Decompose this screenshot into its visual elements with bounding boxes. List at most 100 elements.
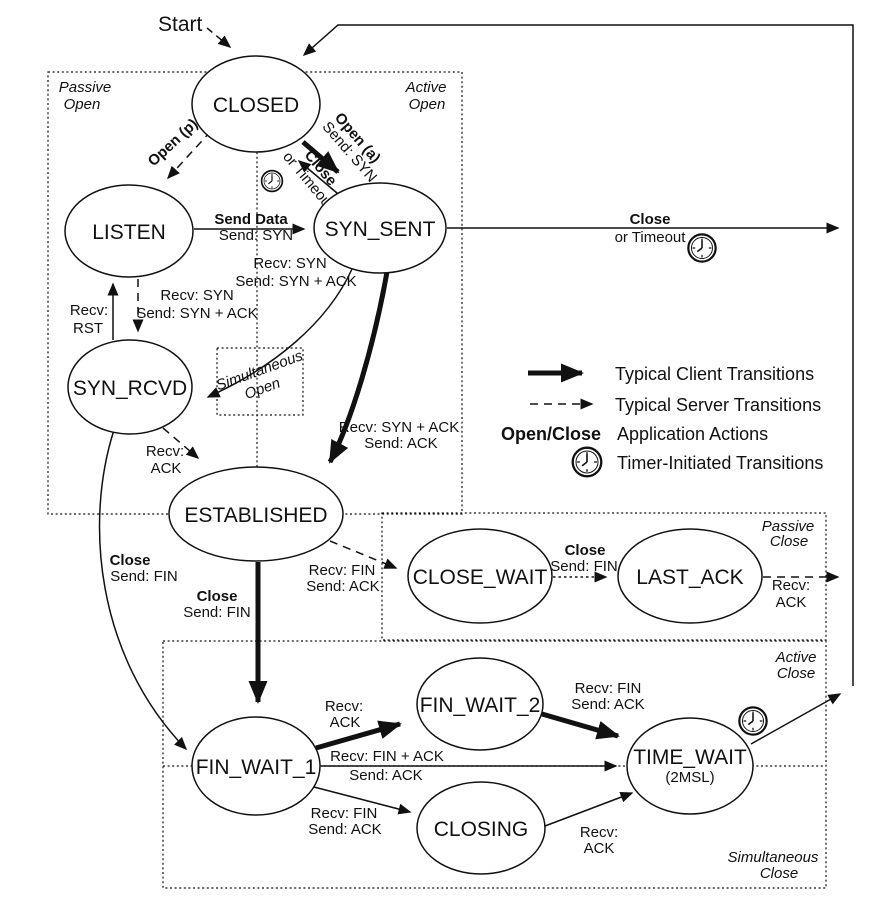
start-label: Start (158, 13, 203, 36)
state-last-ack-label: LAST_ACK (636, 566, 743, 589)
synsent-synrcvd-curve (206, 268, 353, 398)
state-listen: LISTEN (64, 184, 194, 278)
established-finwait1-label-line2: Send: FIN (183, 604, 251, 621)
finwait1-finwait2-label-line2: ACK (330, 714, 361, 731)
transition-lastack-to-closed: Recv: ACK (763, 571, 840, 611)
start-arrow (206, 27, 232, 48)
active-close-box (162, 640, 827, 889)
transition-listen-to-synrcvd: Recv: SYN Send: SYN + ACK (132, 279, 258, 333)
send-data-label-line2: Send: SYN (219, 227, 293, 244)
transition-closing-to-timewait: Recv: ACK (544, 791, 634, 857)
state-last-ack-ellipse (617, 528, 763, 624)
state-fin-wait-1-label: FIN_WAIT_1 (196, 756, 317, 779)
recv-rst-label-line2: RST (73, 320, 103, 337)
state-time-wait-label: TIME_WAIT (633, 746, 747, 769)
state-syn-sent: SYN_SENT (313, 182, 447, 274)
passive-open-label-line1: Passive (59, 79, 112, 96)
passive-close-label-line1: Passive (762, 518, 815, 535)
legend-server-row: Typical Server Transitions (530, 395, 821, 415)
state-fin-wait-2-ellipse (416, 657, 544, 751)
timer-clock-icon-time-wait (738, 706, 768, 736)
closing-timewait-arrow (544, 791, 634, 827)
closing-timewait-label-line2: ACK (584, 840, 615, 857)
established-closewait-label-line1: Recv: FIN (309, 562, 376, 579)
state-closed-ellipse (191, 55, 321, 153)
transition-finwait1-to-timewait: Recv: FIN + ACK Send: ACK (321, 748, 618, 784)
finwait1-closing-label-line2: Send: ACK (308, 821, 381, 838)
passive-close-label-line2: Close (770, 533, 808, 550)
transition-finwait2-to-timewait: Recv: FIN Send: ACK (541, 680, 645, 740)
finwait1-closing-arrow (313, 786, 412, 815)
simultaneous-close-label-line2: Close (760, 865, 798, 882)
state-syn-sent-ellipse (313, 182, 447, 274)
state-fin-wait-1-ellipse (191, 716, 321, 816)
state-closing-ellipse (416, 781, 546, 875)
transition-synsent-to-established: Recv: SYN + ACK Send: ACK (327, 271, 459, 464)
return-rail-line (302, 24, 854, 686)
transition-synsent-to-closed-timeout: Close or Timeout (447, 211, 840, 246)
state-time-wait-ellipse (626, 717, 754, 815)
finwait1-timewait-label-line2: Send: ACK (349, 767, 422, 784)
synsent-synrcvd-label-line2: Send: SYN + ACK (235, 273, 356, 290)
active-open-label-line2: Open (409, 96, 446, 113)
transition-synrcvd-to-finwait1: Close Send: FIN (98, 429, 188, 751)
state-syn-rcvd-ellipse (67, 339, 193, 435)
legend-client-row: Typical Client Transitions (528, 363, 814, 384)
synrcvd-established-arrow (162, 427, 200, 459)
transition-finwait1-to-closing: Recv: FIN Send: ACK (308, 786, 412, 838)
legend-application-row: Open/Close Application Actions (501, 424, 768, 444)
close-right-label-line2: or Timeout (615, 229, 687, 246)
synsent-established-label-line2: Send: ACK (364, 435, 437, 452)
state-nodes: CLOSED LISTEN SYN_SENT SYN_RCVD ESTABLIS… (64, 55, 763, 875)
transition-synrcvd-to-established: Recv: ACK (146, 427, 200, 477)
closing-timewait-label-line1: Recv: (580, 824, 618, 841)
closed-synsent-arrow (301, 140, 340, 174)
finwait1-timewait-label-line1: Recv: FIN + ACK (330, 748, 444, 765)
finwait2-timewait-label-line1: Recv: FIN (575, 680, 642, 697)
synrcvd-finwait1-label-line1: Close (110, 552, 151, 569)
listen-synrcvd-label-line2: Send: SYN + ACK (136, 305, 257, 322)
active-close-label-line1: Active (775, 649, 817, 666)
transition-synrcvd-to-listen: Recv: RST (70, 282, 119, 340)
synsent-established-arrow (327, 271, 390, 464)
state-closing: CLOSING (416, 781, 546, 875)
recv-rst-label-line1: Recv: (70, 302, 108, 319)
timewait-rail-arrow (750, 693, 842, 745)
transition-synsent-to-synrcvd: Recv: SYN Send: SYN + ACK (206, 255, 357, 398)
state-close-wait-label: CLOSE_WAIT (413, 566, 548, 589)
open-p-label: Open (p) (145, 115, 202, 169)
state-closed-label: CLOSED (213, 94, 299, 117)
state-listen-label: LISTEN (92, 221, 166, 244)
active-close-label-line2: Close (777, 665, 815, 682)
passive-open-label-line2: Open (64, 96, 101, 113)
legend: Typical Client Transitions Typical Serve… (501, 363, 823, 478)
state-established-ellipse (168, 466, 344, 562)
state-fin-wait-2: FIN_WAIT_2 (416, 657, 544, 751)
synsent-established-label-line1: Recv: SYN + ACK (339, 419, 459, 436)
transition-closewait-to-lastack: Close Send: FIN (550, 542, 618, 583)
state-established: ESTABLISHED (168, 466, 344, 562)
synrcvd-established-label-line2: ACK (151, 460, 182, 477)
legend-application-actions-label: Application Actions (617, 424, 768, 444)
transition-timewait-to-closed (750, 693, 842, 745)
legend-open-close-label: Open/Close (501, 424, 601, 444)
state-fin-wait-2-label: FIN_WAIT_2 (420, 694, 541, 717)
transition-listen-to-synsent: Send Data Send: SYN (194, 211, 306, 244)
state-syn-sent-label: SYN_SENT (325, 218, 436, 241)
listen-synrcvd-label-line1: Recv: SYN (160, 287, 233, 304)
transition-start-to-closed: Start (158, 13, 232, 48)
state-fin-wait-1: FIN_WAIT_1 (191, 716, 321, 816)
state-closed: CLOSED (191, 55, 321, 153)
transition-finwait1-to-finwait2: Recv: ACK (315, 698, 402, 751)
legend-timer-label: Timer-Initiated Transitions (617, 453, 823, 473)
synrcvd-finwait1-curve (98, 429, 188, 751)
state-syn-rcvd-label: SYN_RCVD (73, 377, 187, 400)
legend-client-label: Typical Client Transitions (615, 364, 814, 384)
state-time-wait-sublabel: (2MSL) (665, 769, 714, 786)
established-finwait1-label-line1: Close (197, 588, 238, 605)
timer-clock-icon-close-timeout (687, 233, 717, 263)
synsent-synrcvd-label-line1: Recv: SYN (253, 255, 326, 272)
lastack-out-label-line1: Recv: (772, 577, 810, 594)
synrcvd-established-label-line1: Recv: (146, 443, 184, 460)
